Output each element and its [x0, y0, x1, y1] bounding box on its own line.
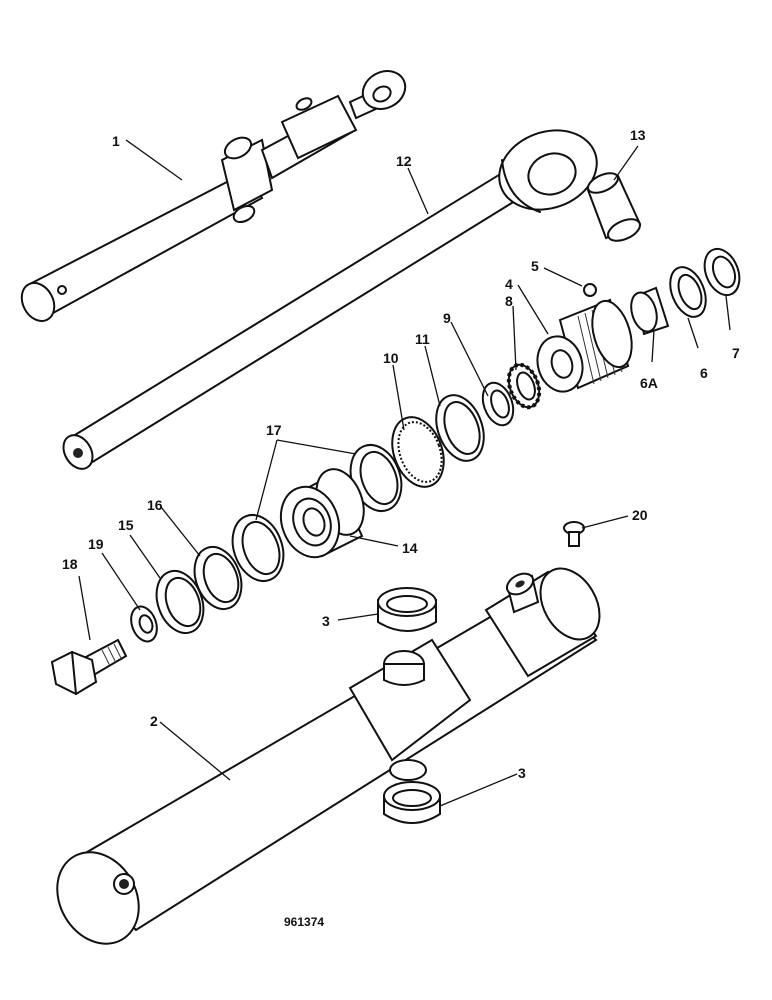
- part-3-bush-lower: [383, 781, 441, 824]
- callout-9: 9: [443, 310, 451, 326]
- part-14-piston: [279, 468, 365, 559]
- part-8-seal: [506, 362, 542, 410]
- callout-13: 13: [630, 127, 646, 143]
- drawing-reference-number: 961374: [284, 915, 324, 929]
- callout-2: 2: [150, 713, 158, 729]
- callout-3-lower: 3: [518, 765, 526, 781]
- callout-3-upper: 3: [322, 613, 330, 629]
- part-5-ball: [583, 283, 597, 297]
- part-13-bush: [586, 172, 642, 242]
- callout-15: 15: [118, 517, 134, 533]
- part-4-gland: [536, 298, 633, 393]
- part-11-ring: [435, 394, 485, 462]
- part-1-cylinder-assembly: [20, 70, 407, 323]
- callout-7: 7: [732, 345, 740, 361]
- part-9-ring: [481, 381, 515, 427]
- callout-11: 11: [415, 331, 430, 347]
- part-6-seal: [669, 266, 707, 318]
- callout-5: 5: [531, 258, 539, 274]
- part-10-seal: [391, 416, 445, 488]
- part-12-piston-rod: [62, 129, 598, 470]
- part-19-washer: [130, 605, 158, 643]
- callout-16: 16: [147, 497, 163, 513]
- callout-labels: 1 2 3 3 4 5 6 6A 7 8 9 10 11 12 13 14 15…: [62, 127, 740, 929]
- callout-8: 8: [505, 293, 513, 309]
- callout-20: 20: [632, 507, 648, 523]
- part-20-screw: [563, 521, 585, 547]
- callout-6: 6: [700, 365, 708, 381]
- callout-19: 19: [88, 536, 104, 552]
- part-6a-bush: [630, 286, 670, 336]
- callout-12: 12: [396, 153, 412, 169]
- part-18-bolt: [50, 638, 128, 696]
- callout-6a: 6A: [640, 375, 658, 391]
- part-17-ring-lower: [231, 514, 285, 582]
- callout-4: 4: [505, 276, 513, 292]
- callout-1: 1: [112, 133, 120, 149]
- callout-14: 14: [402, 540, 418, 556]
- callout-10: 10: [383, 350, 399, 366]
- callout-17: 17: [266, 422, 282, 438]
- part-3-bush-upper: [377, 587, 437, 632]
- callout-18: 18: [62, 556, 78, 572]
- leader-lines: [78, 139, 731, 807]
- part-2-cylinder-body: [56, 567, 601, 945]
- part-7-wiper-seal: [703, 247, 741, 297]
- part-15-ring: [155, 570, 205, 634]
